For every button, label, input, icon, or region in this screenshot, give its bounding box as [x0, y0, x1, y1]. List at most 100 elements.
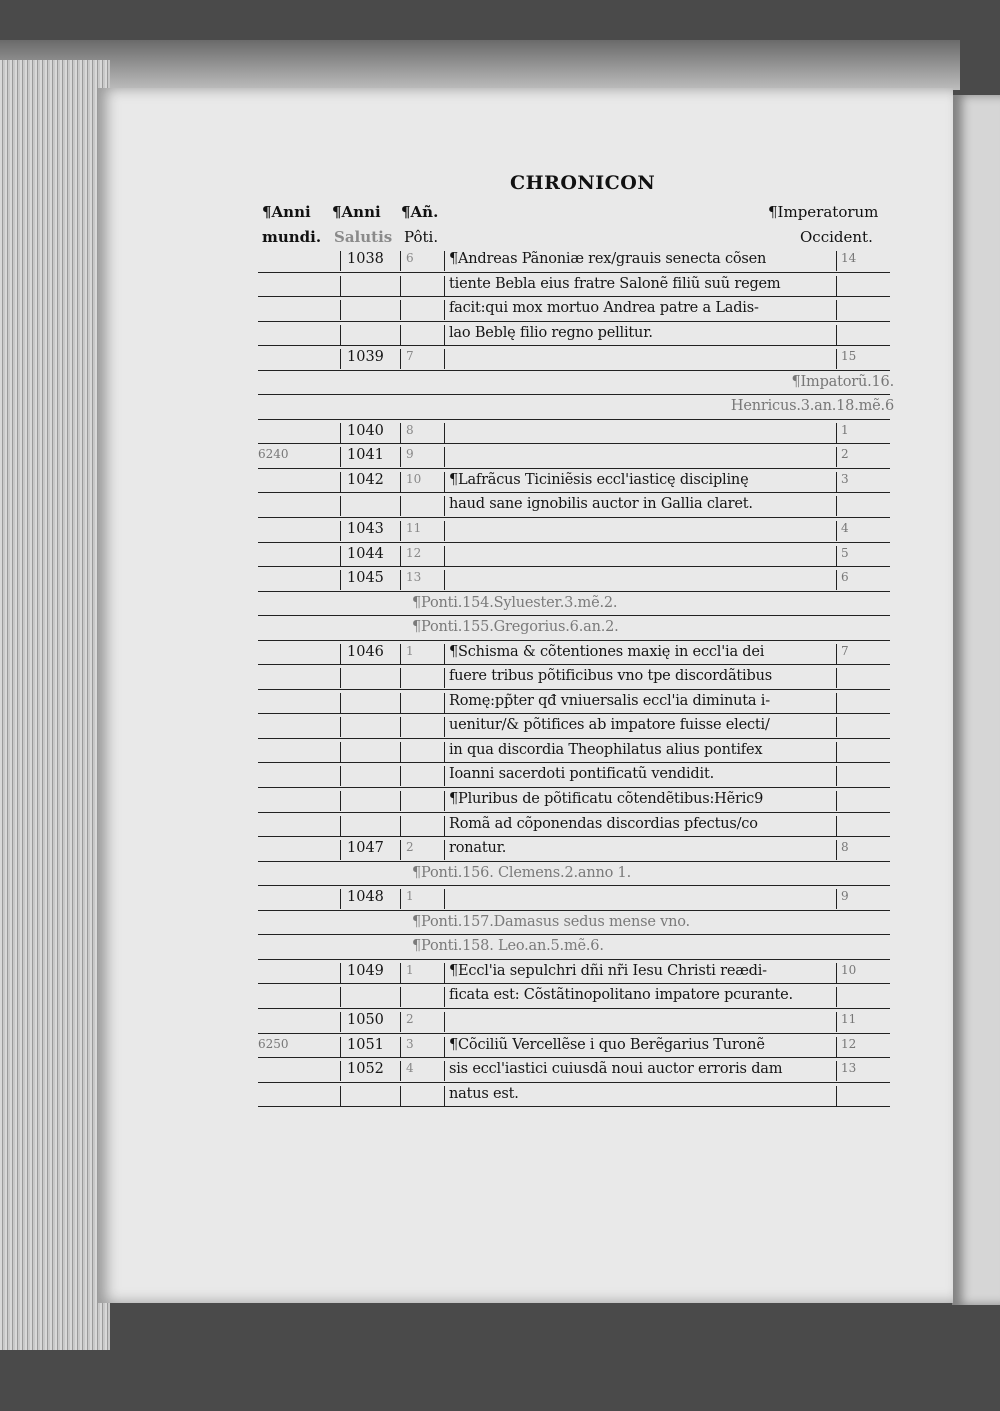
entry-text: ¶Ponti.156. Clemens.2.anno 1.	[412, 864, 631, 881]
entry-text: ¶Eccl'ia sepulchri dñi nr̃i Iesu Christi…	[444, 962, 834, 983]
anni-salutis-cell: 1052	[340, 1061, 384, 1082]
entry-text: tiente Bebla eius fratre Salonẽ filiũ su…	[444, 275, 834, 296]
table-row: lao Beblę filio regno pellitur.	[258, 322, 890, 347]
anni-salutis-cell: 1039	[340, 349, 384, 370]
anni-pontificis-cell	[400, 300, 406, 321]
imperatorum-cell	[836, 668, 841, 689]
anni-pontificis-cell: 4	[400, 1061, 414, 1082]
imperatorum-cell	[836, 692, 841, 713]
table-row: ¶Pluribus de põtificatu cõtendẽtibus:Hẽr…	[258, 788, 890, 813]
anni-pontificis-cell: 3	[400, 1036, 414, 1057]
anni-salutis-cell	[340, 791, 347, 812]
anni-salutis-cell	[340, 766, 347, 787]
entry-text: Henricus.3.an.18.mẽ.6	[730, 398, 894, 415]
imperatorum-cell: 3	[836, 471, 849, 492]
anni-pontificis-cell: 9	[400, 447, 414, 468]
imperatorum-cell	[836, 717, 841, 738]
anni-pontificis-cell: 1	[400, 962, 414, 983]
imperatorum-cell: 7	[836, 643, 849, 664]
anni-pontificis-cell: 7	[400, 349, 414, 370]
anni-salutis-cell: 1046	[340, 643, 384, 664]
entry-text: haud sane ignobilis auctor in Gallia cla…	[444, 496, 834, 517]
running-title: CHRONICON	[510, 172, 656, 194]
table-row: Romę:pp̃ter qđ vniuersalis eccl'ia dimin…	[258, 690, 890, 715]
imperatorum-cell	[836, 741, 841, 762]
table-row: fuere tribus põtificibus vno tpe discord…	[258, 665, 890, 690]
anni-salutis-cell	[340, 987, 347, 1008]
anni-pontificis-cell: 8	[400, 422, 414, 443]
entry-text: natus est.	[444, 1085, 834, 1106]
imperatorum-cell: 15	[836, 349, 856, 370]
entry-text	[444, 447, 834, 468]
header-anni-salutis: ¶Anni	[332, 203, 381, 221]
anni-salutis-cell: 1050	[340, 1011, 384, 1032]
anni-pontificis-cell: 1	[400, 889, 414, 910]
book-top-edge	[0, 40, 960, 90]
anni-pontificis-cell	[400, 324, 406, 345]
anni-pontificis-cell	[400, 815, 406, 836]
anni-pontificis-cell: 12	[400, 545, 421, 566]
entry-text: ¶Ponti.158. Leo.an.5.mẽ.6.	[412, 938, 604, 955]
anni-pontificis-cell: 11	[400, 521, 421, 542]
anni-mundi-cell: 6240	[258, 447, 289, 462]
table-row: in qua discordia Theophilatus alius pont…	[258, 739, 890, 764]
anni-salutis-cell	[340, 300, 347, 321]
anni-salutis-cell	[340, 1085, 347, 1106]
imperatorum-cell	[836, 300, 841, 321]
entry-text: ¶Ponti.157.Damasus sedus mense vno.	[412, 913, 690, 930]
imperatorum-cell: 2	[836, 447, 849, 468]
anni-pontificis-cell: 6	[400, 251, 414, 271]
entry-text: ¶Ponti.155.Gregorius.6.an.2.	[412, 619, 619, 636]
entry-text: uenitur/& põtifices ab impatore fuisse e…	[444, 717, 834, 738]
anni-pontificis-cell: 1	[400, 643, 414, 664]
anni-pontificis-cell	[400, 766, 406, 787]
entry-text: ¶Cõciliũ Vercellẽse i quo Berẽgarius Tur…	[444, 1036, 834, 1057]
entry-text: facit:qui mox mortuo Andrea patre a Ladi…	[444, 300, 834, 321]
entry-text: Romã ad cõponendas discordias pfectus/co	[444, 815, 834, 836]
entry-text	[444, 545, 834, 566]
imperatorum-cell: 10	[836, 962, 856, 983]
table-row: Ioanni sacerdoti pontificatũ vendidit.	[258, 763, 890, 789]
book-page	[98, 88, 953, 1303]
anni-salutis-cell: 1042	[340, 471, 384, 492]
entry-text: sis eccl'iastici cuiusdã noui auctor err…	[444, 1061, 834, 1082]
entry-text: ¶Andreas Pãnoniæ rex/grauis senecta cõse…	[444, 251, 834, 271]
imperatorum-cell	[836, 496, 841, 517]
anni-salutis-cell	[340, 496, 347, 517]
anni-salutis-cell: 1038	[340, 251, 384, 271]
imperatorum-cell: 9	[836, 889, 849, 910]
pontiff-row: ¶Ponti.155.Gregorius.6.an.2.	[258, 616, 890, 641]
anni-pontificis-cell: 2	[400, 1011, 414, 1032]
pontiff-row: ¶Ponti.158. Leo.an.5.mẽ.6.	[258, 935, 890, 960]
header-occident: Occident.	[800, 228, 873, 246]
anni-pontificis-cell	[400, 791, 406, 812]
entry-text: ronatur.	[444, 840, 834, 861]
entry-text: lao Beblę filio regno pellitur.	[444, 324, 834, 345]
entry-text	[444, 349, 834, 370]
table-row: uenitur/& põtifices ab impatore fuisse e…	[258, 714, 890, 739]
anni-salutis-cell	[340, 717, 347, 738]
anni-salutis-cell	[340, 741, 347, 762]
anni-salutis-cell: 1044	[340, 545, 384, 566]
anni-salutis-cell	[340, 275, 347, 296]
imperatorum-cell: 4	[836, 521, 849, 542]
table-row: 1052 4 sis eccl'iastici cuiusdã noui aucto…	[258, 1058, 890, 1083]
anni-salutis-cell: 1051	[340, 1036, 384, 1057]
pontiff-row: ¶Ponti.156. Clemens.2.anno 1.	[258, 862, 890, 887]
entry-text: fuere tribus põtificibus vno tpe discord…	[444, 668, 834, 689]
table-row: 1039 7 15	[258, 346, 890, 371]
anni-salutis-cell: 1043	[340, 521, 384, 542]
anni-mundi-cell: 6250	[258, 1036, 289, 1051]
entry-text: ¶Pluribus de põtificatu cõtendẽtibus:Hẽr…	[444, 791, 834, 812]
page-stack-edge	[0, 60, 110, 1350]
table-row: facit:qui mox mortuo Andrea patre a Ladi…	[258, 297, 890, 322]
anni-pontificis-cell	[400, 668, 406, 689]
entry-text	[444, 521, 834, 542]
imperatorum-cell	[836, 815, 841, 836]
facing-page-edge	[952, 95, 1000, 1305]
imperatorum-cell: 13	[836, 1061, 856, 1082]
